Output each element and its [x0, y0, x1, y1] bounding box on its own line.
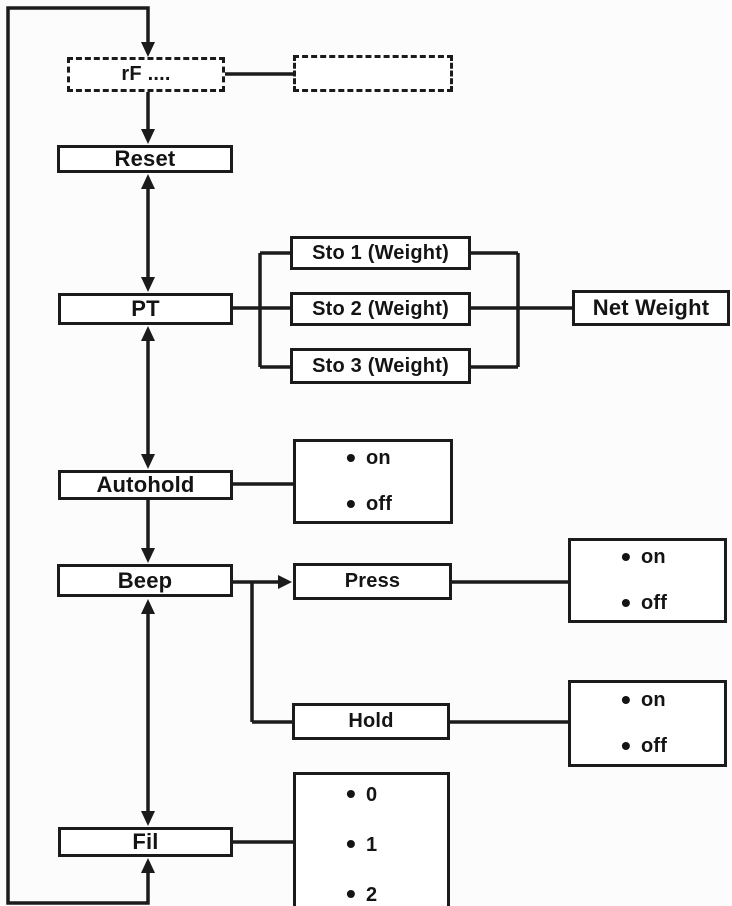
bullet-icon: •	[346, 487, 357, 519]
press-option-off: • off	[621, 586, 668, 618]
node-autohold-label: Autohold	[96, 472, 195, 497]
press-options-box: • on • off	[568, 538, 727, 623]
node-net-weight: Net Weight	[572, 290, 730, 326]
arrow-down-into-fil-icon	[141, 811, 155, 826]
press-option-off-label: off	[641, 592, 668, 614]
bullet-icon: •	[621, 683, 632, 715]
node-beep: Beep	[57, 564, 233, 597]
bullet-icon: •	[621, 540, 632, 572]
node-fil-label: Fil	[132, 829, 159, 854]
node-pt: PT	[58, 293, 233, 325]
autohold-option-off-label: off	[366, 493, 393, 515]
arrow-down-into-rf-icon	[141, 42, 155, 57]
fil-option-1: • 1	[346, 828, 378, 859]
node-net-weight-label: Net Weight	[592, 295, 710, 320]
arrow-down-into-autohold-icon	[141, 454, 155, 469]
autohold-option-off: • off	[346, 487, 393, 519]
bullet-icon: •	[346, 778, 357, 809]
arrow-up-into-pt-icon	[141, 326, 155, 341]
autohold-option-on-label: on	[366, 447, 391, 469]
node-beep-label: Beep	[117, 567, 173, 593]
node-rf-label: rF ....	[121, 63, 171, 85]
fil-option-0: • 0	[346, 778, 378, 809]
hold-option-on-label: on	[641, 689, 666, 711]
node-reset-label: Reset	[114, 146, 176, 171]
node-fil: Fil	[58, 827, 233, 857]
hold-options-box: • on • off	[568, 680, 727, 767]
hold-option-off: • off	[621, 729, 668, 761]
fil-options-box: • 0 • 1 • 2	[293, 772, 450, 906]
node-hold-label: Hold	[348, 710, 394, 732]
bullet-icon: •	[346, 828, 357, 859]
bullet-icon: •	[621, 586, 632, 618]
press-option-on-label: on	[641, 546, 666, 568]
arrow-down-into-reset-icon	[141, 129, 155, 144]
press-option-on: • on	[621, 540, 666, 572]
node-reset: Reset	[57, 145, 233, 173]
node-sto2: Sto 2 (Weight)	[290, 292, 471, 326]
fil-option-1-label: 1	[366, 833, 378, 856]
node-sto3: Sto 3 (Weight)	[290, 348, 471, 384]
autohold-options-box: • on • off	[293, 439, 453, 524]
hold-option-on: • on	[621, 683, 666, 715]
bullet-icon: •	[621, 729, 632, 761]
bullet-icon: •	[346, 878, 357, 906]
node-sto1-label: Sto 1 (Weight)	[312, 241, 449, 264]
node-blank-dashed	[293, 55, 453, 92]
node-hold: Hold	[292, 703, 450, 740]
node-sto3-label: Sto 3 (Weight)	[312, 354, 449, 377]
arrow-down-into-pt-icon	[141, 277, 155, 292]
node-press-label: Press	[344, 570, 401, 592]
fil-option-2: • 2	[346, 878, 378, 906]
arrow-up-into-reset-icon	[141, 174, 155, 189]
node-rf: rF ....	[67, 57, 225, 92]
bullet-icon: •	[346, 441, 357, 473]
node-press: Press	[293, 563, 452, 600]
arrow-up-into-fil-icon	[141, 858, 155, 873]
hold-option-off-label: off	[641, 735, 668, 757]
arrow-up-into-beep-icon	[141, 599, 155, 614]
autohold-option-on: • on	[346, 441, 391, 473]
node-sto1: Sto 1 (Weight)	[290, 236, 471, 270]
loop-line	[6, 6, 150, 905]
node-autohold: Autohold	[58, 470, 233, 500]
fil-option-2-label: 2	[366, 883, 378, 906]
node-sto2-label: Sto 2 (Weight)	[312, 297, 449, 320]
arrow-down-into-beep-icon	[141, 548, 155, 563]
arrow-right-into-press-icon	[278, 575, 292, 589]
fil-option-0-label: 0	[366, 783, 378, 806]
node-pt-label: PT	[131, 296, 160, 321]
